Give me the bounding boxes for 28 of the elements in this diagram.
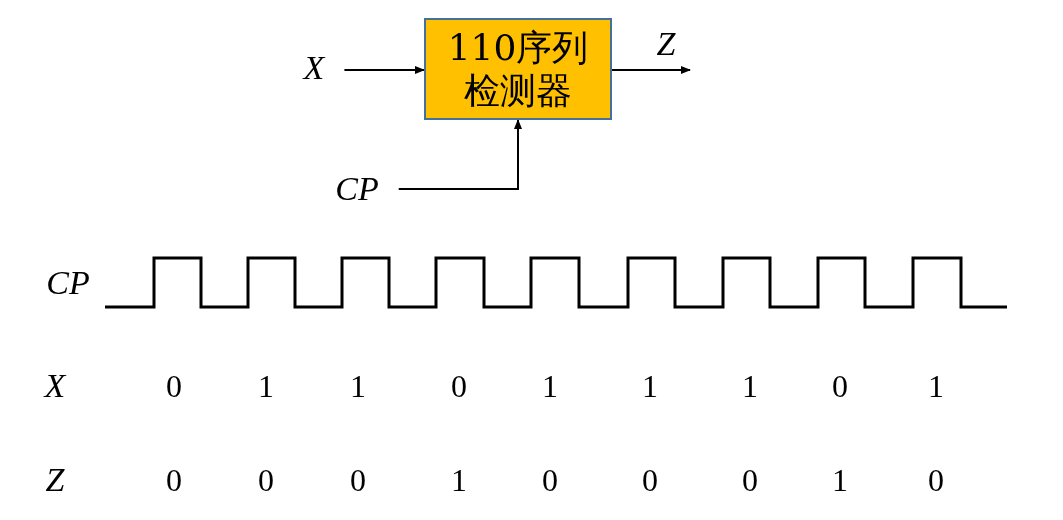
- row-label: Z: [45, 463, 65, 497]
- bit-value: 0: [166, 464, 182, 496]
- row-label: X: [44, 369, 66, 403]
- bit-value: 0: [832, 370, 848, 402]
- bit-value: 0: [451, 370, 467, 402]
- bit-value: 1: [928, 370, 944, 402]
- bit-value: 1: [350, 370, 366, 402]
- bit-value: 1: [832, 464, 848, 496]
- process-box: 110序列检测器: [424, 18, 612, 120]
- bit-value: 0: [742, 464, 758, 496]
- bit-value: 1: [258, 370, 274, 402]
- row-label: CP: [46, 266, 90, 300]
- bit-value: 0: [542, 464, 558, 496]
- edge-label: Z: [656, 27, 676, 61]
- signal-label: CP: [335, 172, 379, 206]
- bit-value: 1: [451, 464, 467, 496]
- bit-value: 1: [642, 370, 658, 402]
- bit-value: 0: [928, 464, 944, 496]
- bit-value: 1: [742, 370, 758, 402]
- bit-value: 0: [258, 464, 274, 496]
- bit-value: 0: [166, 370, 182, 402]
- bit-value: 0: [642, 464, 658, 496]
- arrow: [397, 119, 522, 190]
- bit-value: 1: [542, 370, 558, 402]
- arrow: [611, 66, 691, 74]
- arrow: [343, 66, 425, 74]
- signal-label: X: [303, 51, 325, 85]
- bit-value: 0: [350, 464, 366, 496]
